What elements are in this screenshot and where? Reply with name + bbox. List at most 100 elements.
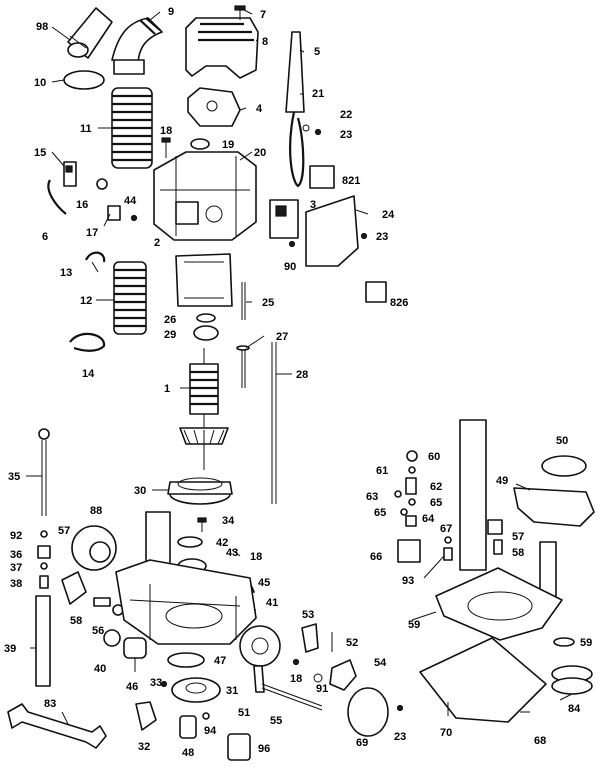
part-23-screw-a: [314, 128, 322, 136]
label-42: 42: [216, 537, 228, 549]
label-2: 2: [154, 237, 160, 249]
part-6-cord-set: [47, 179, 67, 215]
label-94: 94: [204, 725, 217, 737]
label-14: 14: [82, 368, 95, 380]
part-48-nut: [179, 715, 197, 739]
label-66: 66: [370, 551, 382, 563]
part-67-ring: [444, 536, 452, 544]
part-55-rod: [261, 683, 323, 711]
label-63: 63: [366, 491, 378, 503]
label-25: 25: [262, 297, 274, 309]
label-26: 26: [164, 314, 176, 326]
part-labels: 98 9 7 8 5 10 4 21 22 23 11 18 19 15 20 …: [4, 6, 592, 759]
part-28-rod: [271, 342, 277, 504]
label-4: 4: [256, 103, 263, 115]
label-59-a: 59: [408, 619, 420, 631]
label-50: 50: [556, 435, 568, 447]
label-21: 21: [312, 88, 324, 100]
part-69-clip: [553, 637, 575, 647]
part-94-screw: [202, 712, 210, 720]
label-70: 70: [440, 727, 452, 739]
label-40: 40: [94, 663, 106, 675]
part-9-elbow: [111, 17, 163, 75]
part-18-screw-b: [231, 549, 241, 557]
part-98-dust-spout: [67, 7, 113, 59]
leader-lines: [26, 9, 573, 725]
part-88-knob: [71, 525, 117, 571]
label-23-c: 23: [394, 731, 406, 743]
part-1-armature: [179, 348, 229, 470]
part-46-knob: [123, 637, 147, 672]
part-40-plug: [103, 629, 121, 647]
part-31-adjust-plate: [171, 677, 221, 703]
label-98: 98: [36, 21, 48, 33]
label-28: 28: [296, 369, 308, 381]
label-27: 27: [276, 331, 288, 343]
part-90-screw: [288, 240, 296, 248]
label-92: 92: [10, 530, 22, 542]
label-13: 13: [60, 267, 72, 279]
part-38-spring: [39, 575, 49, 589]
part-13-spring: [85, 251, 106, 263]
label-20: 20: [254, 147, 266, 159]
label-37: 37: [10, 562, 22, 574]
label-53: 53: [302, 609, 314, 621]
label-49: 49: [496, 475, 508, 487]
label-15: 15: [34, 147, 46, 159]
label-35: 35: [8, 471, 20, 483]
label-59-b: 59: [580, 637, 592, 649]
part-50-disc: [541, 455, 587, 477]
part-23-screw-b: [360, 232, 368, 240]
part-44-screw: [130, 214, 138, 222]
part-2-field: [175, 253, 233, 307]
part-61-washer: [408, 466, 416, 474]
label-58-b: 58: [70, 615, 82, 627]
part-65-washer-a: [408, 498, 416, 506]
part-821-label: [309, 165, 335, 189]
part-39-tube: [35, 595, 51, 687]
label-83: 83: [44, 698, 56, 710]
part-42-washer: [177, 536, 203, 548]
label-88: 88: [90, 505, 102, 517]
part-37-washer: [40, 562, 48, 570]
label-5: 5: [314, 46, 320, 58]
part-93-stud: [443, 547, 453, 561]
label-16: 16: [76, 199, 88, 211]
part-41-base-housing: [115, 511, 257, 645]
part-26-washer: [196, 313, 216, 323]
label-65-b: 65: [374, 507, 386, 519]
part-64-spring: [405, 515, 417, 527]
label-19: 19: [222, 139, 234, 151]
label-48: 48: [182, 747, 194, 759]
part-66-block: [397, 539, 421, 563]
part-12-bellows: [113, 261, 147, 335]
part-83-wrench: [7, 703, 107, 749]
part-51-housing: [239, 625, 281, 693]
label-47: 47: [214, 655, 226, 667]
part-5-handle: [285, 31, 305, 113]
part-36-knob: [37, 545, 51, 559]
label-36: 36: [10, 549, 22, 561]
part-24-switch-cover: [305, 195, 359, 267]
label-57-a: 57: [58, 525, 70, 537]
part-34-screw: [197, 517, 207, 532]
label-96: 96: [258, 743, 270, 755]
part-18-screw-c: [292, 658, 300, 666]
part-58-stud: [93, 597, 111, 607]
part-63-washer: [394, 490, 402, 498]
label-34: 34: [222, 515, 235, 527]
part-8-top-cover: [185, 17, 259, 79]
part-59-base: [435, 419, 563, 641]
label-64: 64: [422, 513, 435, 525]
label-39: 39: [4, 643, 16, 655]
label-17: 17: [86, 227, 98, 239]
label-93: 93: [402, 575, 414, 587]
label-55: 55: [270, 715, 282, 727]
part-11-bellows: [111, 87, 153, 169]
label-90: 90: [284, 261, 296, 273]
label-62: 62: [430, 481, 442, 493]
label-45: 45: [258, 577, 270, 589]
part-30-ring: [167, 477, 233, 505]
label-41: 41: [266, 597, 278, 609]
